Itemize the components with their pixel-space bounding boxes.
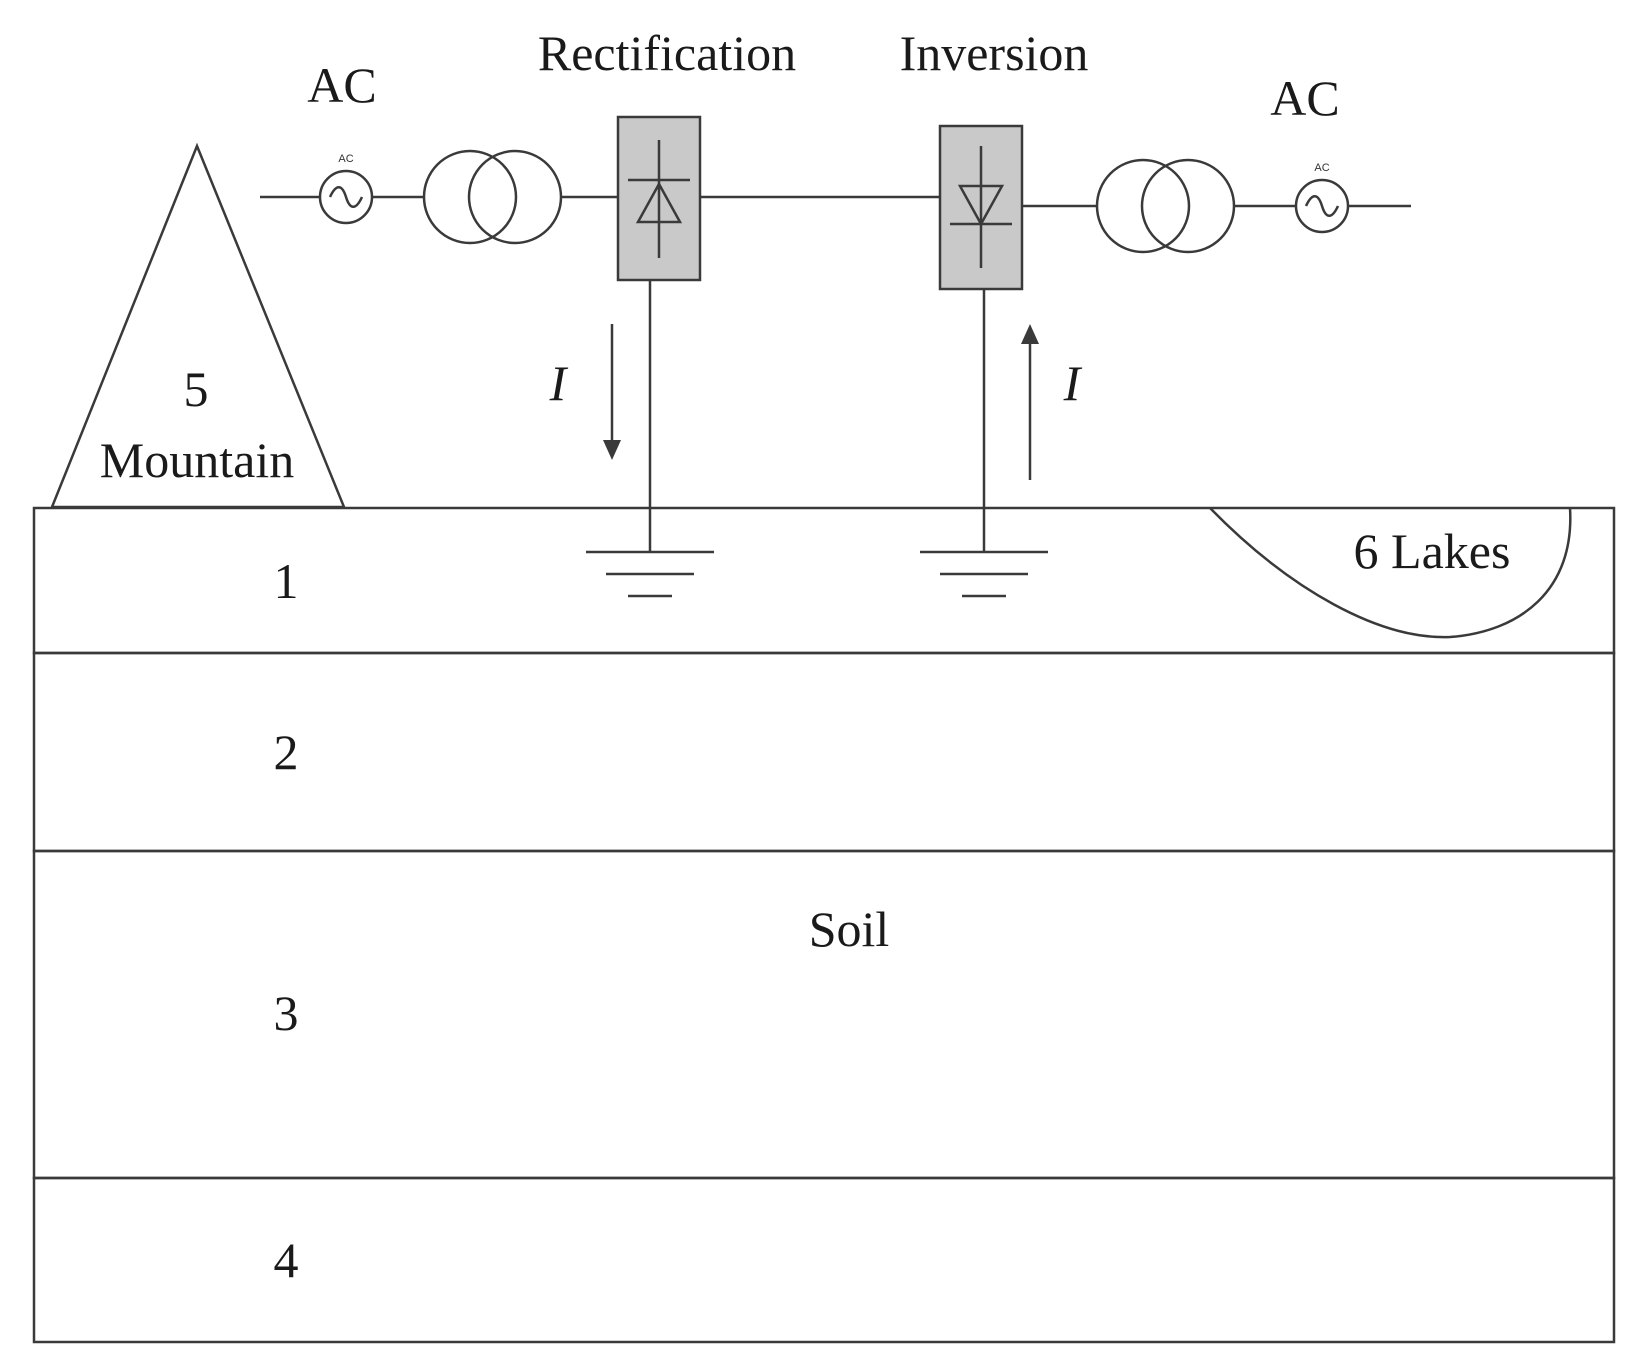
lake-shape <box>1209 507 1572 639</box>
left-grounding <box>586 280 714 598</box>
soil-layers <box>32 506 1616 1344</box>
ac-source-icon: AC <box>1294 162 1350 234</box>
ground-icon <box>586 550 714 598</box>
current-right-label: I <box>1063 355 1083 411</box>
lakes-label: 6 Lakes <box>1354 523 1511 579</box>
layer-4-label: 4 <box>274 1232 299 1288</box>
rectifier-converter-icon <box>616 115 702 282</box>
left-ac-circuit: AC <box>260 149 618 245</box>
ac-source-icon: AC <box>318 153 374 225</box>
mountain-number: 5 <box>184 361 209 417</box>
mountain-name: Mountain <box>100 432 294 488</box>
current-left-label: I <box>549 355 569 411</box>
soil-layer-4 <box>32 1176 1616 1344</box>
current-arrow-up-icon <box>1021 324 1039 480</box>
current-arrow-down-icon <box>603 324 621 460</box>
soil-label: Soil <box>809 901 890 957</box>
transformer-icon <box>1095 158 1236 254</box>
ac-right-label: AC <box>1270 70 1339 126</box>
ac-left-label: AC <box>307 57 376 113</box>
transformer-icon <box>422 149 563 245</box>
layer-3-label: 3 <box>274 985 299 1041</box>
layer-1-label: 1 <box>274 553 299 609</box>
svg-text:AC: AC <box>338 153 353 165</box>
rectification-label: Rectification <box>538 25 796 81</box>
ground-icon <box>920 550 1048 598</box>
inversion-label: Inversion <box>900 25 1089 81</box>
layer-2-label: 2 <box>274 724 299 780</box>
soil-layer-2 <box>32 651 1616 853</box>
mountain-shape <box>50 142 346 509</box>
right-grounding <box>920 289 1048 598</box>
right-ac-circuit: AC <box>1022 158 1411 254</box>
svg-text:AC: AC <box>1314 162 1329 174</box>
inverter-converter-icon <box>938 124 1024 291</box>
